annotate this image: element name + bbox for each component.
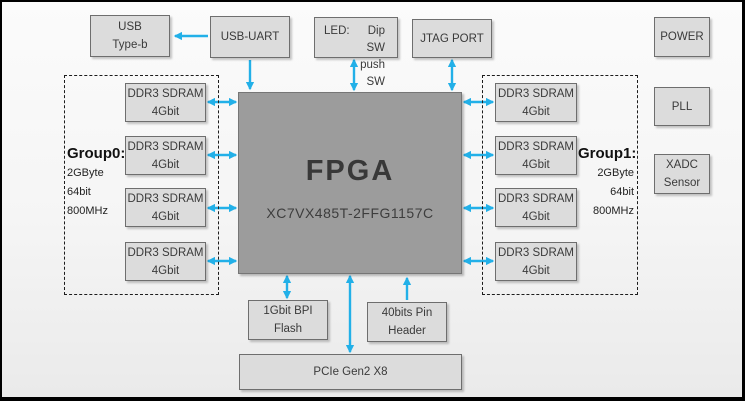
fpga-title: FPGA xyxy=(305,155,395,187)
ddr3-capacity: 4Gbit xyxy=(522,210,550,223)
group1-name: Group1: xyxy=(578,145,637,162)
led-prefix: LED: xyxy=(324,25,350,37)
pcie-label: PCIe Gen2 X8 xyxy=(313,366,388,378)
group0-label: Group0: 2GByte 64bit 800MHz xyxy=(67,144,126,221)
ddr3-title: DDR3 SDRAM xyxy=(127,87,204,100)
ddr3-title: DDR3 SDRAM xyxy=(497,192,575,205)
ddr3-g1-module-3: DDR3 SDRAM 4Gbit xyxy=(495,188,577,227)
ddr3-capacity: 4Gbit xyxy=(151,264,180,277)
ddr3-g0-module-2: DDR3 SDRAM 4Gbit xyxy=(125,136,206,175)
led-dip-sw: Dip SW xyxy=(366,25,385,54)
ddr3-g1-module-4: DDR3 SDRAM 4Gbit xyxy=(495,242,577,281)
pll-block: PLL xyxy=(654,87,710,126)
ddr3-g1-module-1: DDR3 SDRAM 4Gbit xyxy=(495,83,577,122)
xadc-sensor-block: XADC Sensor xyxy=(654,154,710,194)
group1-label: Group1: 2GByte 64bit 800MHz xyxy=(578,144,637,221)
jtag-port-label: JTAG PORT xyxy=(420,32,484,45)
ddr3-g0-module-3: DDR3 SDRAM 4Gbit xyxy=(125,188,206,227)
ddr3-title: DDR3 SDRAM xyxy=(497,246,575,259)
group0-spec-speed: 800MHz xyxy=(67,205,108,217)
ddr3-capacity: 4Gbit xyxy=(522,158,550,171)
ddr3-title: DDR3 SDRAM xyxy=(497,87,575,100)
ddr3-g1-module-2: DDR3 SDRAM 4Gbit xyxy=(495,136,577,175)
usb-typeb-block: USB Type-b xyxy=(90,15,170,57)
ddr3-capacity: 4Gbit xyxy=(151,158,180,171)
group0-spec-capacity: 2GByte xyxy=(67,167,104,179)
pcie-block: PCIe Gen2 X8 xyxy=(239,354,462,390)
usb-uart-label: USB-UART xyxy=(220,31,280,43)
ddr3-g0-module-4: DDR3 SDRAM 4Gbit xyxy=(125,242,206,281)
ddr3-title: DDR3 SDRAM xyxy=(127,246,204,259)
ddr3-g0-module-1: DDR3 SDRAM 4Gbit xyxy=(125,83,206,122)
group0-dashed-frame xyxy=(64,75,219,295)
bpi-flash-label: 1Gbit BPI Flash xyxy=(263,305,313,335)
ddr3-title: DDR3 SDRAM xyxy=(497,140,575,153)
pin-header-block: 40bits Pin Header xyxy=(367,302,447,342)
usb-uart-block: USB-UART xyxy=(210,16,290,58)
group1-spec-width: 64bit xyxy=(610,186,634,198)
led-switch-lines: Dip SW push SW xyxy=(350,23,385,88)
ddr3-capacity: 4Gbit xyxy=(522,105,550,118)
jtag-port-block: JTAG PORT xyxy=(412,19,492,58)
pin-header-line1: 40bits Pin xyxy=(381,307,433,319)
group1-dashed-frame xyxy=(482,75,638,295)
pin-header-line2: Header xyxy=(388,325,426,337)
ddr3-capacity: 4Gbit xyxy=(151,105,180,118)
ddr3-capacity: 4Gbit xyxy=(522,264,550,277)
xadc-line2: Sensor xyxy=(663,177,701,189)
usb-typeb-line1: USB xyxy=(118,21,142,33)
group0-name: Group0: xyxy=(67,145,126,162)
led-push-sw: push SW xyxy=(360,59,385,88)
pll-label: PLL xyxy=(671,100,693,113)
fpga-block: FPGA XC7VX485T-2FFG1157C xyxy=(238,92,462,274)
group0-spec-width: 64bit xyxy=(67,186,91,198)
ddr3-title: DDR3 SDRAM xyxy=(127,140,204,153)
usb-typeb-line2: Type-b xyxy=(112,39,148,51)
ddr3-capacity: 4Gbit xyxy=(151,210,180,223)
power-label: POWER xyxy=(660,31,704,43)
xadc-line1: XADC xyxy=(666,159,698,171)
ddr3-title: DDR3 SDRAM xyxy=(127,192,204,205)
led-switch-block: LED: Dip SW push SW xyxy=(314,17,398,88)
group1-spec-capacity: 2GByte xyxy=(597,167,634,179)
fpga-part-number: XC7VX485T-2FFG1157C xyxy=(266,205,434,221)
bpi-flash-block: 1Gbit BPI Flash xyxy=(248,300,328,340)
power-block: POWER xyxy=(654,17,710,57)
group1-spec-speed: 800MHz xyxy=(593,205,634,217)
